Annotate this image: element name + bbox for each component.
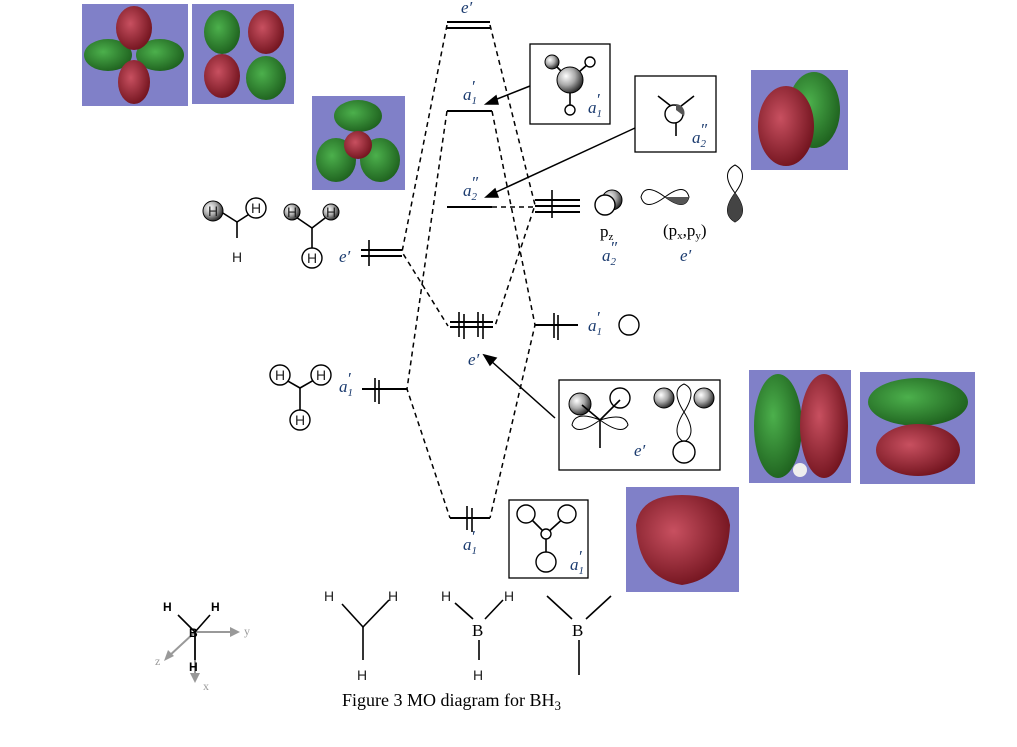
box-label: a1′ xyxy=(588,90,602,120)
isosurface-a2-nonbonding xyxy=(751,70,848,170)
mo-label-e-bonding: e′ xyxy=(468,350,480,369)
structure-b: B xyxy=(546,595,612,675)
svg-text:H: H xyxy=(287,204,297,220)
boron-p-orbitals: pz a2″ (px,py) e′ xyxy=(535,164,743,268)
mo-level-e-bonding: e′ xyxy=(450,312,493,369)
isosurface-e-antibonding-1 xyxy=(82,4,188,106)
box-label: a2″ xyxy=(692,120,708,150)
label-h3-a1: a1′ xyxy=(339,369,353,399)
mo-level-a1-bonding: a1′ xyxy=(450,506,490,557)
structure-h3: H H H xyxy=(324,588,398,683)
svg-text:H: H xyxy=(251,200,261,216)
svg-text:H: H xyxy=(316,367,326,383)
label-pz-symmetry: a2″ xyxy=(602,238,618,268)
structure-bh3: B H H H xyxy=(441,588,514,683)
mo-label-a2-nonbonding: a2″ xyxy=(463,173,479,203)
svg-text:H: H xyxy=(307,250,317,266)
label-pxpy: (px,py) xyxy=(663,221,707,242)
svg-text:H: H xyxy=(295,412,305,428)
box-label: a1′ xyxy=(570,547,584,577)
isosurface-e-bonding-2 xyxy=(860,372,975,484)
isosurface-e-antibonding-2 xyxy=(192,4,294,104)
label-h3-e: e′ xyxy=(339,247,351,266)
svg-text:H: H xyxy=(163,600,172,614)
svg-text:H: H xyxy=(388,588,398,604)
svg-text:H: H xyxy=(326,204,336,220)
box-a1-antibonding: a1′ xyxy=(529,43,611,125)
box-a1-bonding: a1′ xyxy=(508,499,589,579)
svg-text:H: H xyxy=(473,667,483,683)
isosurface-e-bonding-1 xyxy=(749,370,851,483)
svg-text:y: y xyxy=(244,624,250,638)
isosurface-a1-antibonding xyxy=(312,96,405,190)
pointer-arrows xyxy=(482,85,636,419)
axis-system: B H H H y z x xyxy=(155,600,250,693)
svg-text:H: H xyxy=(324,588,334,604)
svg-text:H: H xyxy=(275,367,285,383)
svg-text:B: B xyxy=(472,621,483,640)
box-label: e′ xyxy=(634,441,646,460)
svg-text:x: x xyxy=(203,679,209,693)
figure-caption: Figure 3 MO diagram for BH3 xyxy=(342,690,561,713)
mo-label-a1-antibonding: a1′ xyxy=(463,77,477,107)
mo-level-a1-antibonding: a1′ xyxy=(447,77,492,112)
box-e-bonding: e′ xyxy=(558,379,721,471)
label-s-symmetry: a1′ xyxy=(588,308,602,338)
svg-text:H: H xyxy=(441,588,451,604)
svg-text:H: H xyxy=(504,588,514,604)
svg-text:B: B xyxy=(572,621,583,640)
mo-level-e-antibonding: e′ xyxy=(447,0,490,29)
mo-label-a1-bonding: a1′ xyxy=(463,527,477,557)
label-pz: pz xyxy=(600,222,614,243)
label-pxpy-symmetry: e′ xyxy=(680,246,692,265)
boron-s-orbital: a1′ xyxy=(535,308,640,340)
svg-text:B: B xyxy=(189,626,198,640)
mo-label-e-antibonding: e′ xyxy=(461,0,473,17)
h3-e-orbitals: H H H H H H e′ xyxy=(202,197,402,269)
electron-pairs xyxy=(458,312,484,339)
isosurface-a1-bonding xyxy=(626,487,739,592)
svg-text:H: H xyxy=(357,667,367,683)
mo-level-a2-nonbonding: a2″ xyxy=(447,173,492,208)
svg-text:H: H xyxy=(211,600,220,614)
svg-text:z: z xyxy=(155,654,160,668)
svg-text:H: H xyxy=(232,249,242,265)
box-a2-nonbonding: a2″ xyxy=(634,75,717,153)
svg-text:H: H xyxy=(208,203,218,219)
svg-text:H: H xyxy=(189,660,198,674)
h3-a1-orbitals: H H H a1′ xyxy=(269,364,407,431)
